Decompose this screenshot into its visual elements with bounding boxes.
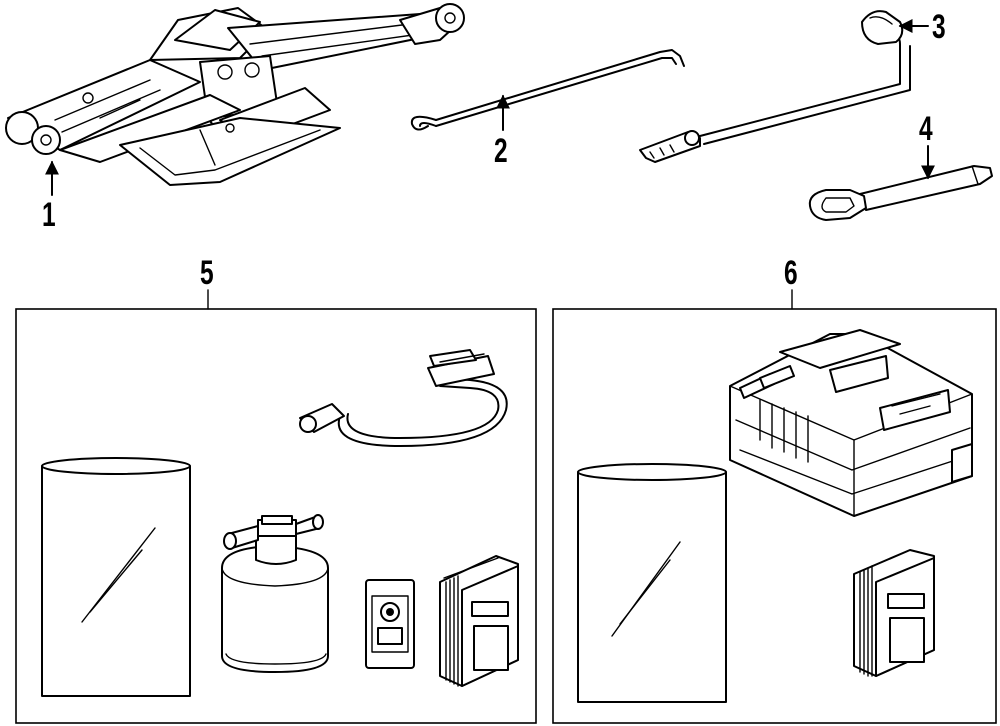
callout-2: 2 [494, 132, 508, 170]
air-compressor [729, 329, 973, 517]
wheel-nut-wrench [808, 165, 993, 221]
sealant-bottle [221, 514, 329, 673]
kit-box-5 [15, 308, 537, 724]
callout-5: 5 [200, 254, 214, 292]
callout-6: 6 [784, 254, 798, 292]
speed-label-sticker [365, 579, 415, 669]
inflator-hose [299, 349, 508, 447]
instruction-manual-6 [853, 549, 935, 677]
kit-box-6 [552, 308, 997, 724]
storage-bag-5 [41, 457, 191, 697]
jack-crank-handle [639, 10, 911, 163]
instruction-manual-5 [439, 555, 519, 687]
scissor-jack [5, 3, 465, 186]
callout-1: 1 [42, 196, 56, 234]
callout-3: 3 [932, 8, 946, 46]
storage-bag-6 [577, 463, 727, 703]
jack-handle-rod [410, 49, 685, 131]
callout-4: 4 [919, 110, 933, 148]
